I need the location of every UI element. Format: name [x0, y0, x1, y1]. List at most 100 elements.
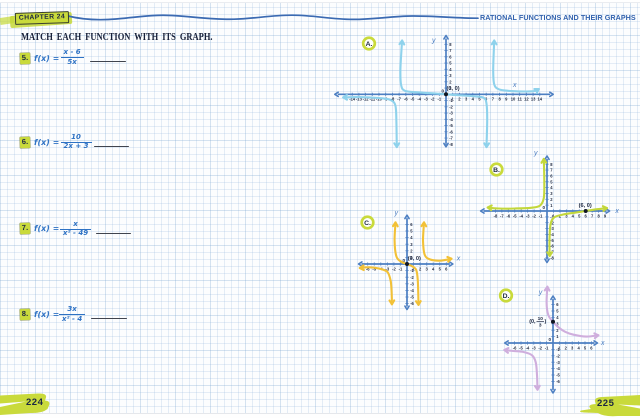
point-label-frac-den: 3	[539, 323, 542, 329]
problem-7: 7. f(x) = x x² - 49	[19, 220, 150, 238]
y-tick-label: -7	[449, 136, 453, 141]
curve-arrow	[540, 157, 548, 164]
y-tick-label: -5	[449, 123, 453, 128]
y-tick-label: -1	[550, 214, 554, 219]
x-tick-label: -6	[513, 345, 517, 350]
x-axis-right-arrow	[593, 340, 599, 346]
problem-5-denominator: 5x	[67, 57, 77, 66]
graph-d-curve-branch-1	[503, 348, 539, 391]
y-tick-label: -2	[550, 220, 554, 225]
graph-d-label: D.	[503, 293, 510, 300]
x-tick-label: 8	[498, 97, 501, 102]
marked-point	[551, 319, 555, 324]
y-tick-label: -5	[556, 373, 560, 378]
problem-8: 8. f(x) = 3x x² - 4	[19, 305, 150, 323]
y-tick-label: 3	[556, 321, 559, 326]
y-tick-label: 7	[449, 48, 452, 53]
y-tick-label: -2	[556, 353, 560, 358]
origin-label: 0	[548, 337, 551, 342]
x-axis-left-arrow	[479, 208, 485, 214]
x-tick-label: 9	[604, 213, 607, 218]
x-tick-label: 12	[524, 97, 529, 102]
x-tick-label: -5	[372, 266, 376, 271]
y-tick-label: 2	[550, 197, 553, 202]
y-axis-bottom-arrow	[550, 388, 556, 394]
problem-7-fraction: x x² - 49	[60, 220, 92, 238]
y-tick-label: -6	[449, 129, 453, 134]
graph-c-curve-branch-2	[421, 221, 453, 262]
curve-arrow	[358, 264, 365, 272]
y-axis-top-arrow	[443, 34, 449, 40]
y-tick-label: -2	[410, 275, 414, 280]
curve-arrow	[414, 300, 422, 306]
x-tick-label: 2	[458, 97, 461, 102]
y-tick-label: -8	[550, 255, 554, 260]
y-tick-label: 2	[449, 79, 452, 84]
problem-7-answer-blank	[96, 232, 131, 234]
x-tick-label: 5	[584, 345, 587, 350]
x-tick-label: -3	[526, 213, 530, 218]
curve-arrow	[398, 39, 406, 46]
x-axis-letter: x	[456, 256, 461, 263]
y-tick-label: 6	[550, 174, 553, 179]
x-axis-right-arrow	[448, 261, 454, 267]
y-tick-label: -3	[556, 360, 560, 365]
x-tick-label: -10	[376, 97, 383, 102]
point-label: (0, 0)	[447, 86, 460, 92]
x-tick-label: 3	[465, 97, 468, 102]
y-tick-label: -6	[556, 379, 560, 384]
marked-point	[405, 262, 409, 266]
x-tick-label: -2	[538, 345, 542, 350]
graph-c-label: C.	[364, 220, 371, 227]
y-tick-label: 8	[550, 162, 553, 167]
right-swoosh-gap	[618, 404, 640, 409]
curve-arrow	[486, 204, 493, 212]
y-tick-label: 2	[556, 328, 559, 333]
curve-arrow	[388, 299, 396, 306]
right-page-number-highlight	[580, 395, 640, 417]
problem-7-number-badge: 7.	[19, 222, 31, 234]
x-tick-label: 7	[492, 97, 495, 102]
problem-5-answer-blank	[90, 61, 126, 63]
y-tick-label: 5	[550, 179, 553, 184]
curve-arrow	[543, 285, 551, 292]
x-tick-label: -1	[399, 266, 403, 271]
y-tick-label: 3	[410, 242, 413, 247]
curve-arrow	[391, 221, 399, 228]
y-tick-label: 3	[550, 191, 553, 196]
y-tick-label: 2	[410, 248, 413, 253]
x-tick-label: 5	[578, 213, 581, 218]
y-tick-label: 4	[449, 67, 452, 72]
curve-arrow	[483, 142, 491, 149]
x-tick-label: -3	[532, 345, 536, 350]
curve-arrow	[446, 255, 453, 263]
y-tick-label: -4	[410, 288, 414, 293]
x-tick-label: -8	[494, 213, 498, 218]
x-tick-label: -5	[519, 345, 523, 350]
point-label: (0, 0)	[408, 256, 421, 262]
x-tick-label: -5	[513, 213, 517, 218]
right-swoosh-shape	[580, 395, 640, 417]
x-tick-label: -6	[366, 266, 370, 271]
problem-7-denominator: x² - 49	[63, 229, 89, 237]
y-tick-label: -6	[550, 244, 554, 249]
problem-8-number-badge: 8.	[19, 308, 31, 320]
x-tick-label: 5	[478, 97, 481, 102]
y-tick-label: 5	[449, 61, 452, 66]
x-tick-label: -7	[397, 97, 401, 102]
y-axis-top-arrow	[404, 214, 410, 220]
y-tick-label: -3	[550, 226, 554, 231]
x-tick-label: 13	[531, 97, 536, 102]
x-tick-label: 1	[558, 345, 561, 350]
marked-point	[583, 209, 588, 213]
x-tick-label: 10	[511, 97, 516, 102]
x-tick-label: -8	[391, 97, 395, 102]
x-tick-label: -1	[539, 213, 543, 218]
y-tick-label: -5	[410, 295, 414, 300]
x-tick-label: -3	[424, 97, 428, 102]
